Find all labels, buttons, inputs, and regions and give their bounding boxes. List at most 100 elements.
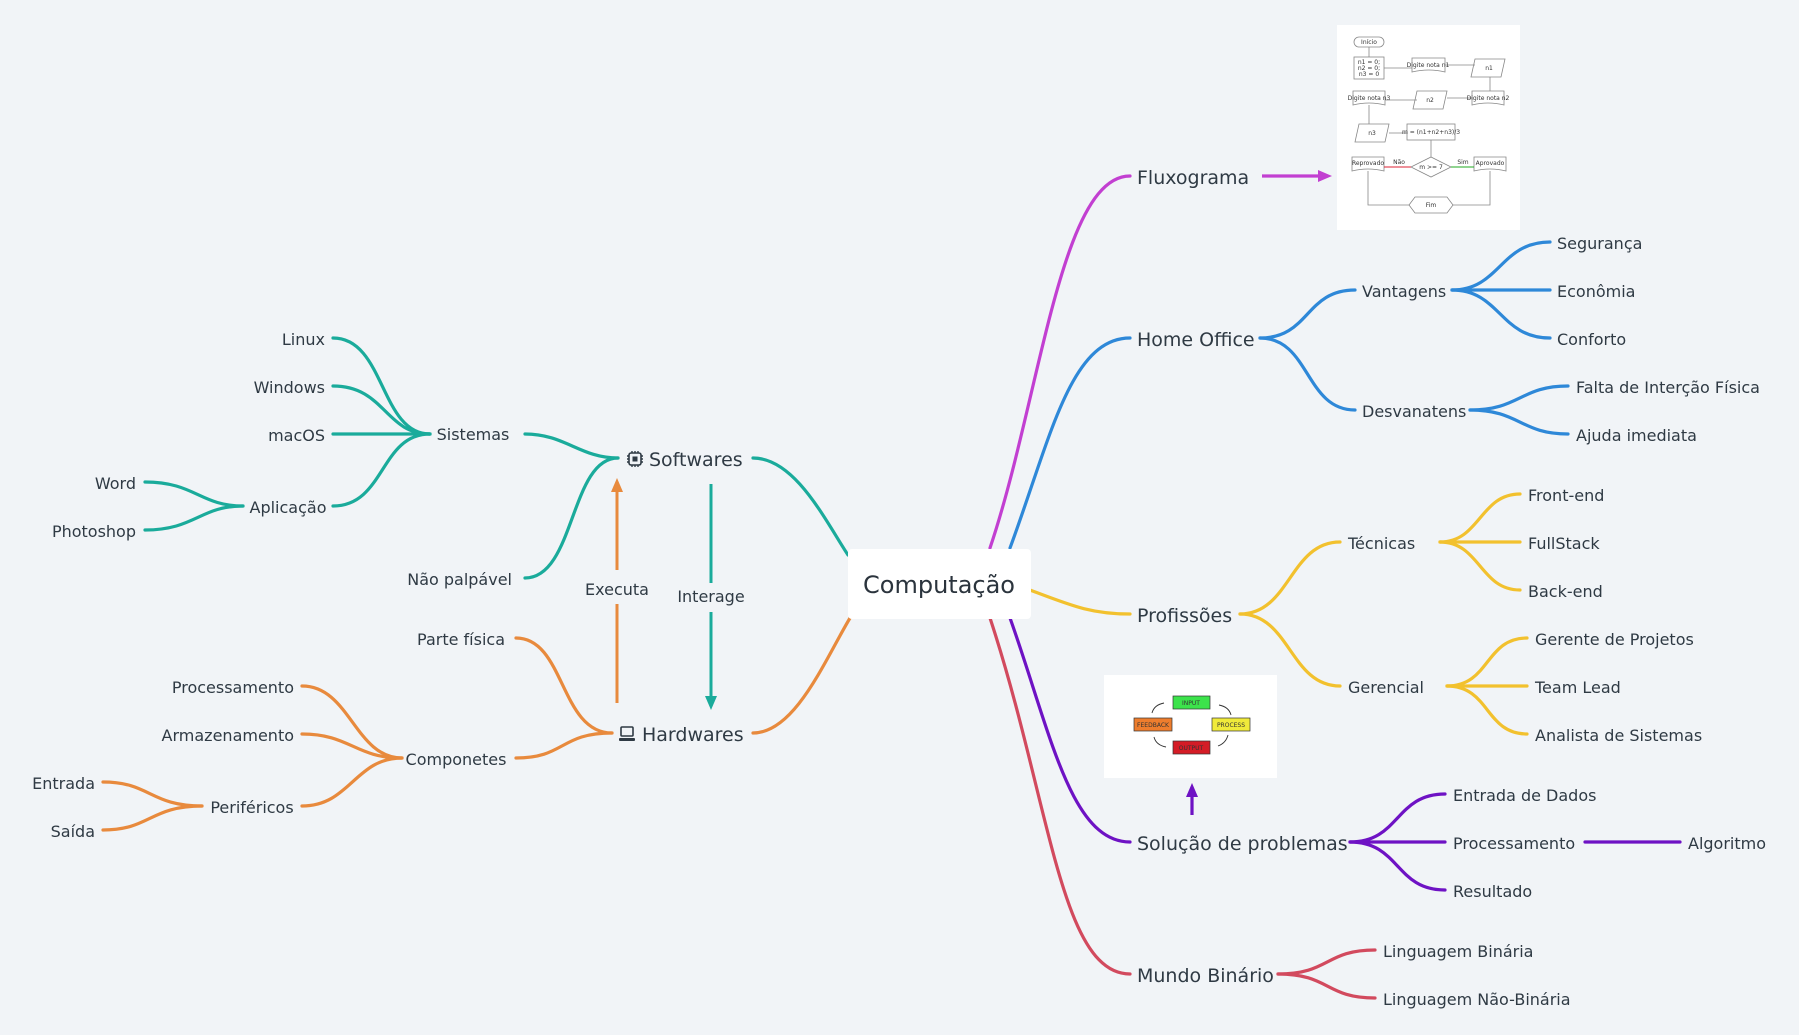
binario-label[interactable]: Mundo Binário bbox=[1137, 965, 1274, 987]
link-ajuda bbox=[1468, 408, 1570, 436]
link-word bbox=[143, 480, 245, 508]
componetes-label[interactable]: Componetes bbox=[406, 750, 507, 769]
profissoes-label[interactable]: Profissões bbox=[1137, 605, 1232, 627]
svg-text:m = (n1+n2+n3)/3: m = (n1+n2+n3)/3 bbox=[1402, 129, 1460, 136]
armazenamento-label[interactable]: Armazenamento bbox=[162, 726, 294, 745]
link-aplicacao bbox=[331, 432, 432, 508]
link-processamento bbox=[300, 684, 404, 760]
front-end-label[interactable]: Front-end bbox=[1528, 486, 1604, 505]
svg-text:n3 = 0: n3 = 0 bbox=[1359, 71, 1379, 78]
algoritmo-label[interactable]: Algoritmo bbox=[1688, 834, 1766, 853]
svg-text:PROCESS: PROCESS bbox=[1217, 722, 1245, 729]
softwares-label: Softwares bbox=[649, 449, 743, 471]
link-solucao bbox=[1008, 616, 1132, 844]
back-end-label[interactable]: Back-end bbox=[1528, 582, 1603, 601]
seguranca-label[interactable]: Segurança bbox=[1557, 234, 1642, 253]
conforto-label[interactable]: Conforto bbox=[1557, 330, 1626, 349]
link-fluxograma bbox=[988, 174, 1132, 550]
parte-fisica-label[interactable]: Parte física bbox=[417, 630, 505, 649]
hardwares-label: Hardwares bbox=[642, 724, 744, 746]
relation-executa: Executa bbox=[585, 478, 649, 703]
link-tecnicas bbox=[1238, 540, 1342, 616]
svg-text:n3: n3 bbox=[1368, 130, 1376, 137]
arrow-down-icon bbox=[705, 696, 717, 710]
fullstack-label[interactable]: FullStack bbox=[1528, 534, 1600, 553]
link-front bbox=[1438, 492, 1522, 544]
tecnicas-label[interactable]: Técnicas bbox=[1347, 534, 1415, 553]
gerencial-label[interactable]: Gerencial bbox=[1348, 678, 1424, 697]
vantagens-label[interactable]: Vantagens bbox=[1362, 282, 1446, 301]
profissoes-branch: Profissões Técnicas Front-end FullStack … bbox=[1137, 486, 1702, 745]
processamento-label[interactable]: Processamento bbox=[1453, 834, 1575, 853]
link-parte-fisica bbox=[514, 636, 614, 735]
perifericos-label[interactable]: Periféricos bbox=[210, 798, 293, 817]
ajuda-label[interactable]: Ajuda imediata bbox=[1576, 426, 1697, 445]
entrada-dados-label[interactable]: Entrada de Dados bbox=[1453, 786, 1596, 805]
link-windows bbox=[331, 384, 432, 436]
link-saida bbox=[101, 804, 204, 832]
central-links bbox=[751, 174, 1132, 976]
link-home-office bbox=[1008, 336, 1132, 550]
central-node[interactable]: Computação bbox=[848, 549, 1031, 619]
link-hardwares bbox=[751, 616, 852, 735]
home-office-branch: Home Office Vantagens Segurança Econômia… bbox=[1137, 234, 1760, 445]
windows-label[interactable]: Windows bbox=[254, 378, 325, 397]
economia-label[interactable]: Econômia bbox=[1557, 282, 1635, 301]
svg-text:Reprovado: Reprovado bbox=[1352, 160, 1384, 167]
link-conforto bbox=[1450, 288, 1552, 340]
link-componetes bbox=[514, 731, 614, 760]
ling-binaria-label[interactable]: Linguagem Binária bbox=[1383, 942, 1533, 961]
link-profissoes bbox=[1028, 588, 1132, 616]
link-softwares bbox=[751, 456, 850, 557]
hardwares-branch: Hardwares Parte física Componetes Proces… bbox=[32, 630, 744, 841]
svg-text:n2: n2 bbox=[1426, 97, 1434, 104]
svg-text:m >= 7: m >= 7 bbox=[1419, 164, 1443, 171]
svg-text:n1: n1 bbox=[1485, 65, 1493, 72]
interage-label[interactable]: Interage bbox=[677, 587, 744, 606]
computer-icon bbox=[619, 726, 635, 741]
solucao-label[interactable]: Solução de problemas bbox=[1137, 833, 1348, 855]
executa-label[interactable]: Executa bbox=[585, 580, 649, 599]
softwares-branch: Softwares Sistemas Linux Windows macOS A… bbox=[52, 330, 743, 589]
gerente-label[interactable]: Gerente de Projetos bbox=[1535, 630, 1694, 649]
link-ling-binaria bbox=[1276, 948, 1377, 976]
photoshop-label[interactable]: Photoshop bbox=[52, 522, 136, 541]
desvantagens-label[interactable]: Desvanatens bbox=[1362, 402, 1466, 421]
link-resultado bbox=[1348, 840, 1447, 892]
analista-label[interactable]: Analista de Sistemas bbox=[1535, 726, 1702, 745]
svg-text:Digite nota n2: Digite nota n2 bbox=[1467, 95, 1510, 102]
link-seguranca bbox=[1450, 240, 1552, 292]
saida-label[interactable]: Saída bbox=[51, 822, 95, 841]
svg-text:FEEDBACK: FEEDBACK bbox=[1137, 722, 1170, 729]
flowchart-image[interactable]: Início n1 = 0; n2 = 0; n3 = 0 Digite not… bbox=[1337, 25, 1520, 230]
falta-label[interactable]: Falta de Interção Física bbox=[1576, 378, 1760, 397]
link-binario bbox=[988, 616, 1132, 976]
entrada-label[interactable]: Entrada bbox=[32, 774, 95, 793]
resultado-label[interactable]: Resultado bbox=[1453, 882, 1532, 901]
sistemas-label[interactable]: Sistemas bbox=[437, 425, 510, 444]
nao-palpavel-label[interactable]: Não palpável bbox=[407, 570, 512, 589]
io-cycle-image[interactable]: INPUT PROCESS OUTPUT FEEDBACK bbox=[1104, 675, 1277, 778]
word-label[interactable]: Word bbox=[95, 474, 136, 493]
team-lead-label[interactable]: Team Lead bbox=[1534, 678, 1621, 697]
svg-text:n1 = 0;: n1 = 0; bbox=[1358, 59, 1380, 66]
arrow-up-icon bbox=[1186, 783, 1198, 797]
link-analista bbox=[1445, 684, 1529, 736]
arrow-up-icon bbox=[611, 478, 623, 492]
link-armazenamento bbox=[300, 732, 404, 760]
svg-text:Digite nota n1: Digite nota n1 bbox=[1407, 62, 1450, 69]
macos-label[interactable]: macOS bbox=[268, 426, 325, 445]
softwares-node[interactable]: Softwares bbox=[627, 449, 743, 471]
ling-nao-binaria-label[interactable]: Linguagem Não-Binária bbox=[1383, 990, 1571, 1009]
linux-label[interactable]: Linux bbox=[282, 330, 325, 349]
svg-text:OUTPUT: OUTPUT bbox=[1179, 745, 1204, 752]
aplicacao-label[interactable]: Aplicação bbox=[250, 498, 327, 517]
fluxograma-branch: Fluxograma Início bbox=[1137, 25, 1520, 230]
link-desvantagens bbox=[1258, 336, 1357, 412]
processamento-hw-label[interactable]: Processamento bbox=[172, 678, 294, 697]
hardwares-node[interactable]: Hardwares bbox=[619, 724, 744, 746]
relation-interage: Interage bbox=[677, 484, 745, 710]
fluxograma-label[interactable]: Fluxograma bbox=[1137, 167, 1249, 189]
home-office-label[interactable]: Home Office bbox=[1137, 329, 1255, 351]
link-falta bbox=[1468, 384, 1570, 412]
